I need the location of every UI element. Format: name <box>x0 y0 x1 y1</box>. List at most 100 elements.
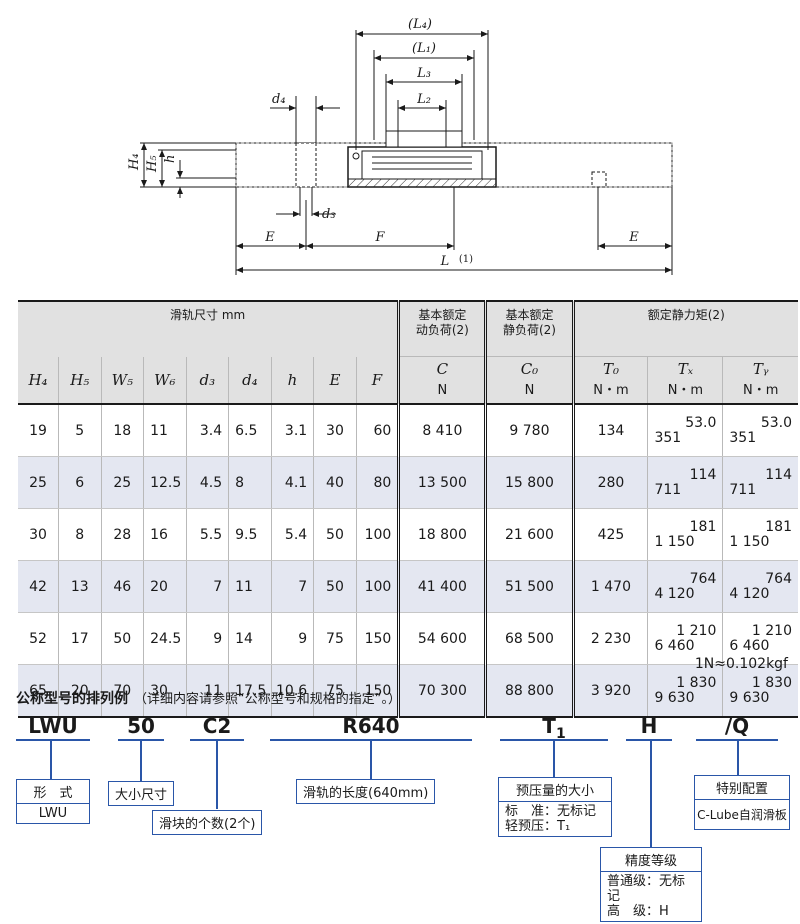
label-H4: H₄ <box>127 153 142 171</box>
cell-h4: 52 <box>18 612 59 665</box>
cell-c: 41 400 <box>398 560 488 613</box>
cell-d3: 9 <box>186 612 230 665</box>
cell-e: 40 <box>313 456 357 509</box>
cell-h4: 19 <box>18 404 59 457</box>
cell-d4: 8 <box>228 456 272 509</box>
cell-w5: 28 <box>101 508 145 561</box>
cell-c: 13 500 <box>398 456 488 509</box>
cell-d4: 9.5 <box>228 508 272 561</box>
cell-d4: 6.5 <box>228 404 272 457</box>
cell-e: 75 <box>313 664 357 718</box>
cell-e: 50 <box>313 560 357 613</box>
cell-h5: 20 <box>58 664 102 718</box>
code-c2: C2 <box>202 714 232 738</box>
symbol-header: d₃ <box>186 356 230 405</box>
cell-w6: 16 <box>143 508 187 561</box>
group-static-load: 基本额定静负荷(2) <box>485 300 575 357</box>
cell-c0: 68 500 <box>485 612 575 665</box>
cell-h: 4.1 <box>271 456 315 509</box>
cell-t0: 3 920 <box>573 664 649 718</box>
cell-h: 10.6 <box>271 664 315 718</box>
cell-t0: 134 <box>573 404 649 457</box>
cell-h4: 30 <box>18 508 59 561</box>
cell-f: 100 <box>356 508 401 561</box>
code-size: 50 <box>127 714 155 738</box>
box-form: 形 式 LWU <box>16 779 90 824</box>
label-E-right: E <box>628 230 639 245</box>
cell-f: 60 <box>356 404 401 457</box>
label-L3: L₃ <box>416 66 431 81</box>
cell-d4: 14 <box>228 612 272 665</box>
cell-w6: 12.5 <box>143 456 187 509</box>
label-L4: (L₄) <box>408 17 432 32</box>
cell-e: 50 <box>313 508 357 561</box>
cell-c0: 88 800 <box>485 664 575 718</box>
cell-c0: 21 600 <box>485 508 575 561</box>
cell-h: 7 <box>271 560 315 613</box>
label-L-note: (1) <box>459 254 473 265</box>
label-L1: (L₁) <box>412 41 436 56</box>
cell-h5: 6 <box>58 456 102 509</box>
cell-t0: 280 <box>573 456 649 509</box>
symbol-header: h <box>271 356 315 405</box>
label-L2: L₂ <box>416 92 431 107</box>
cell-w6: 11 <box>143 404 187 457</box>
cell-w6: 24.5 <box>143 612 187 665</box>
box-blocks: 滑块的个数(2个) <box>152 810 263 835</box>
cell-c0: 15 800 <box>485 456 575 509</box>
group-dynamic-load: 基本额定动负荷(2) <box>398 300 488 357</box>
cell-w6: 20 <box>143 560 187 613</box>
cell-e: 30 <box>313 404 357 457</box>
cell-w5: 50 <box>101 612 145 665</box>
label-L: L <box>440 254 450 269</box>
cell-h: 5.4 <box>271 508 315 561</box>
cell-f: 150 <box>356 612 401 665</box>
label-d3: d₃ <box>322 207 336 222</box>
group-rail-dims: 滑轨尺寸 mm <box>18 300 401 357</box>
cell-d3: 4.5 <box>186 456 230 509</box>
cell-h: 3.1 <box>271 404 315 457</box>
box-size: 大小尺寸 <box>108 781 175 806</box>
code-t: T1 <box>542 714 566 742</box>
symbol-header: W₅ <box>101 356 145 405</box>
cell-c0: 51 500 <box>485 560 575 613</box>
code-h: H <box>640 714 658 738</box>
cell-c: 70 300 <box>398 664 488 718</box>
cell-h: 9 <box>271 612 315 665</box>
code-r: R640 <box>342 714 400 738</box>
cell-c0: 9 780 <box>485 404 575 457</box>
box-accuracy: 精度等级 普通级：无标记高 级：H <box>600 847 702 922</box>
label-E-left: E <box>264 230 275 245</box>
symbol-header: H₄ <box>18 356 59 405</box>
cell-t0: 425 <box>573 508 649 561</box>
cell-h5: 8 <box>58 508 102 561</box>
cell-c: 18 800 <box>398 508 488 561</box>
code-lwu: LWU <box>28 714 78 738</box>
box-special: 特别配置 C-Lube自润滑板 <box>694 775 790 830</box>
label-F: F <box>374 230 385 245</box>
cell-w6: 30 <box>143 664 187 718</box>
cell-d4: 17.5 <box>228 664 272 718</box>
cell-d3: 11 <box>186 664 230 718</box>
cell-h4: 42 <box>18 560 59 613</box>
cell-c: 54 600 <box>398 612 488 665</box>
cell-d4: 11 <box>228 560 272 613</box>
unit-note: 1N≈0.102kgf <box>694 656 788 672</box>
model-example-title: 公称型号的排列例（详细内容请参照“公称型号和规格的指定”。） <box>16 691 401 707</box>
cell-c: 8 410 <box>398 404 488 457</box>
cell-f: 150 <box>356 664 401 718</box>
